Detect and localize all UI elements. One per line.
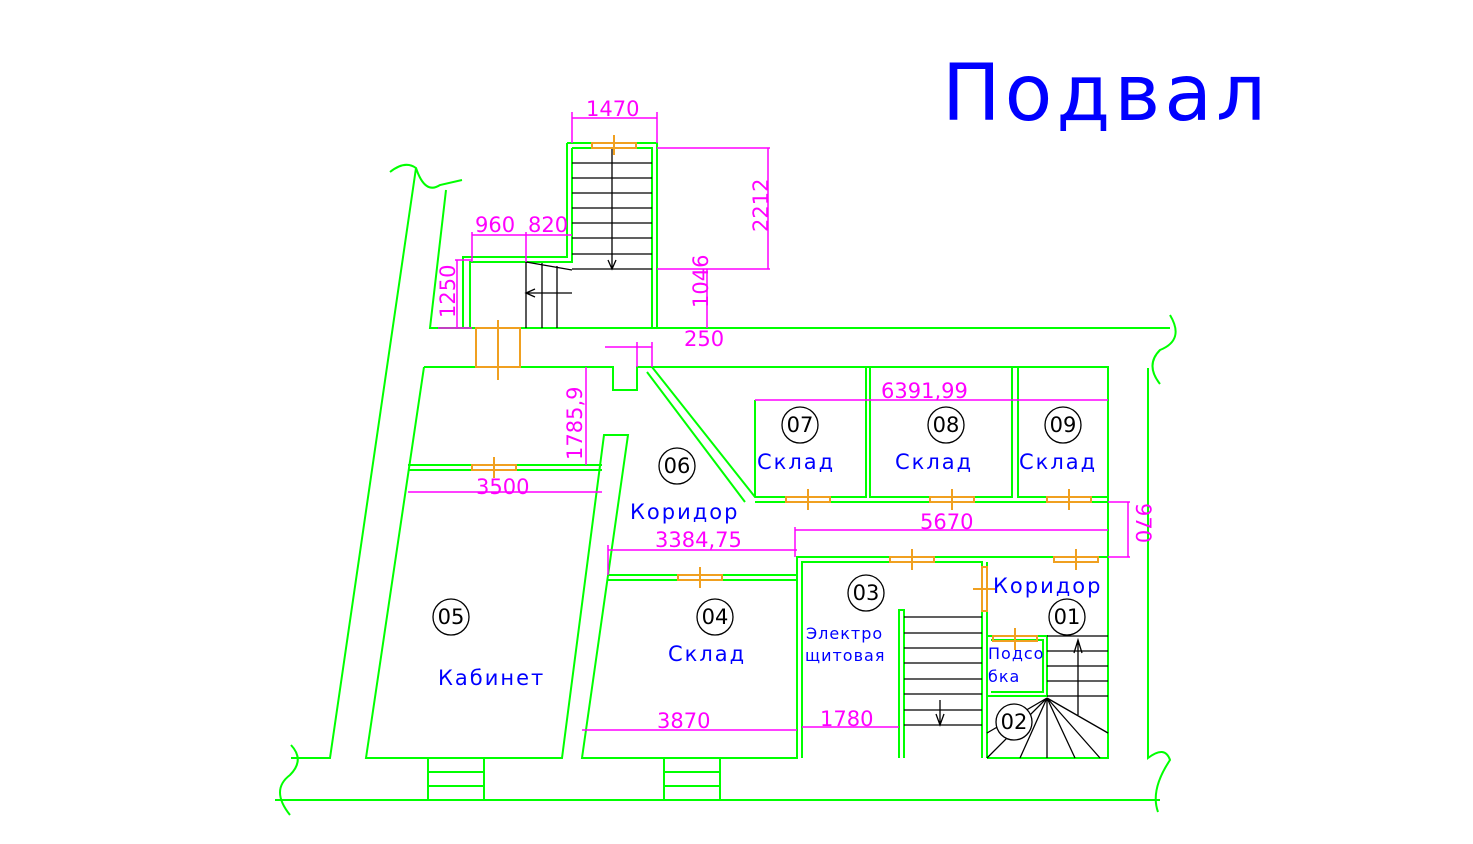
room-name-05: Кабинет [438,666,545,690]
dim-970: 970 [1131,503,1155,543]
dim-2212: 2212 [749,179,773,232]
room-number-02: 02 [1001,710,1028,734]
room-number-05: 05 [438,605,465,629]
plan-title: Подвал [942,49,1270,139]
room-number-09: 09 [1050,413,1077,437]
room-name-08: Склад [895,450,973,474]
dim-820: 820 [528,213,568,237]
doors [471,135,1099,650]
dim-6391: 6391,99 [881,379,968,403]
dim-3870: 3870 [657,709,710,733]
room-number-04: 04 [702,605,729,629]
room-name-02-line2: бка [988,667,1020,686]
walls [275,142,1177,816]
room-name-07: Склад [757,450,835,474]
dim-250: 250 [684,327,724,351]
dim-3384: 3384,75 [655,528,742,552]
room-labels: 07 Склад 08 Склад 09 Склад 06 Коридор 05… [432,406,1102,741]
dim-1780: 1780 [820,707,873,731]
dim-5670: 5670 [920,510,973,534]
room-name-09: Склад [1019,450,1097,474]
room-number-03: 03 [853,581,880,605]
room-name-01: Коридор [993,574,1102,598]
dim-3500: 3500 [476,475,529,499]
dim-1046: 1046 [689,255,713,308]
room-name-03-line1: Электро [806,624,883,643]
room-name-03-line2: щитовая [805,646,885,665]
room-number-01: 01 [1054,605,1081,629]
dimension-lines [408,112,1130,731]
room-number-08: 08 [933,413,960,437]
dimension-labels: 1470 2212 960 820 1250 1046 250 1785,9 3… [436,97,1155,733]
dim-1785: 1785,9 [563,387,587,460]
dim-1250: 1250 [436,265,460,318]
room-name-02-line1: Подсо [988,644,1044,663]
dim-1470: 1470 [586,97,639,121]
room-number-07: 07 [787,413,814,437]
room-name-04: Склад [668,642,746,666]
room-number-06: 06 [664,454,691,478]
room-name-06: Коридор [630,500,739,524]
dim-960: 960 [475,213,515,237]
